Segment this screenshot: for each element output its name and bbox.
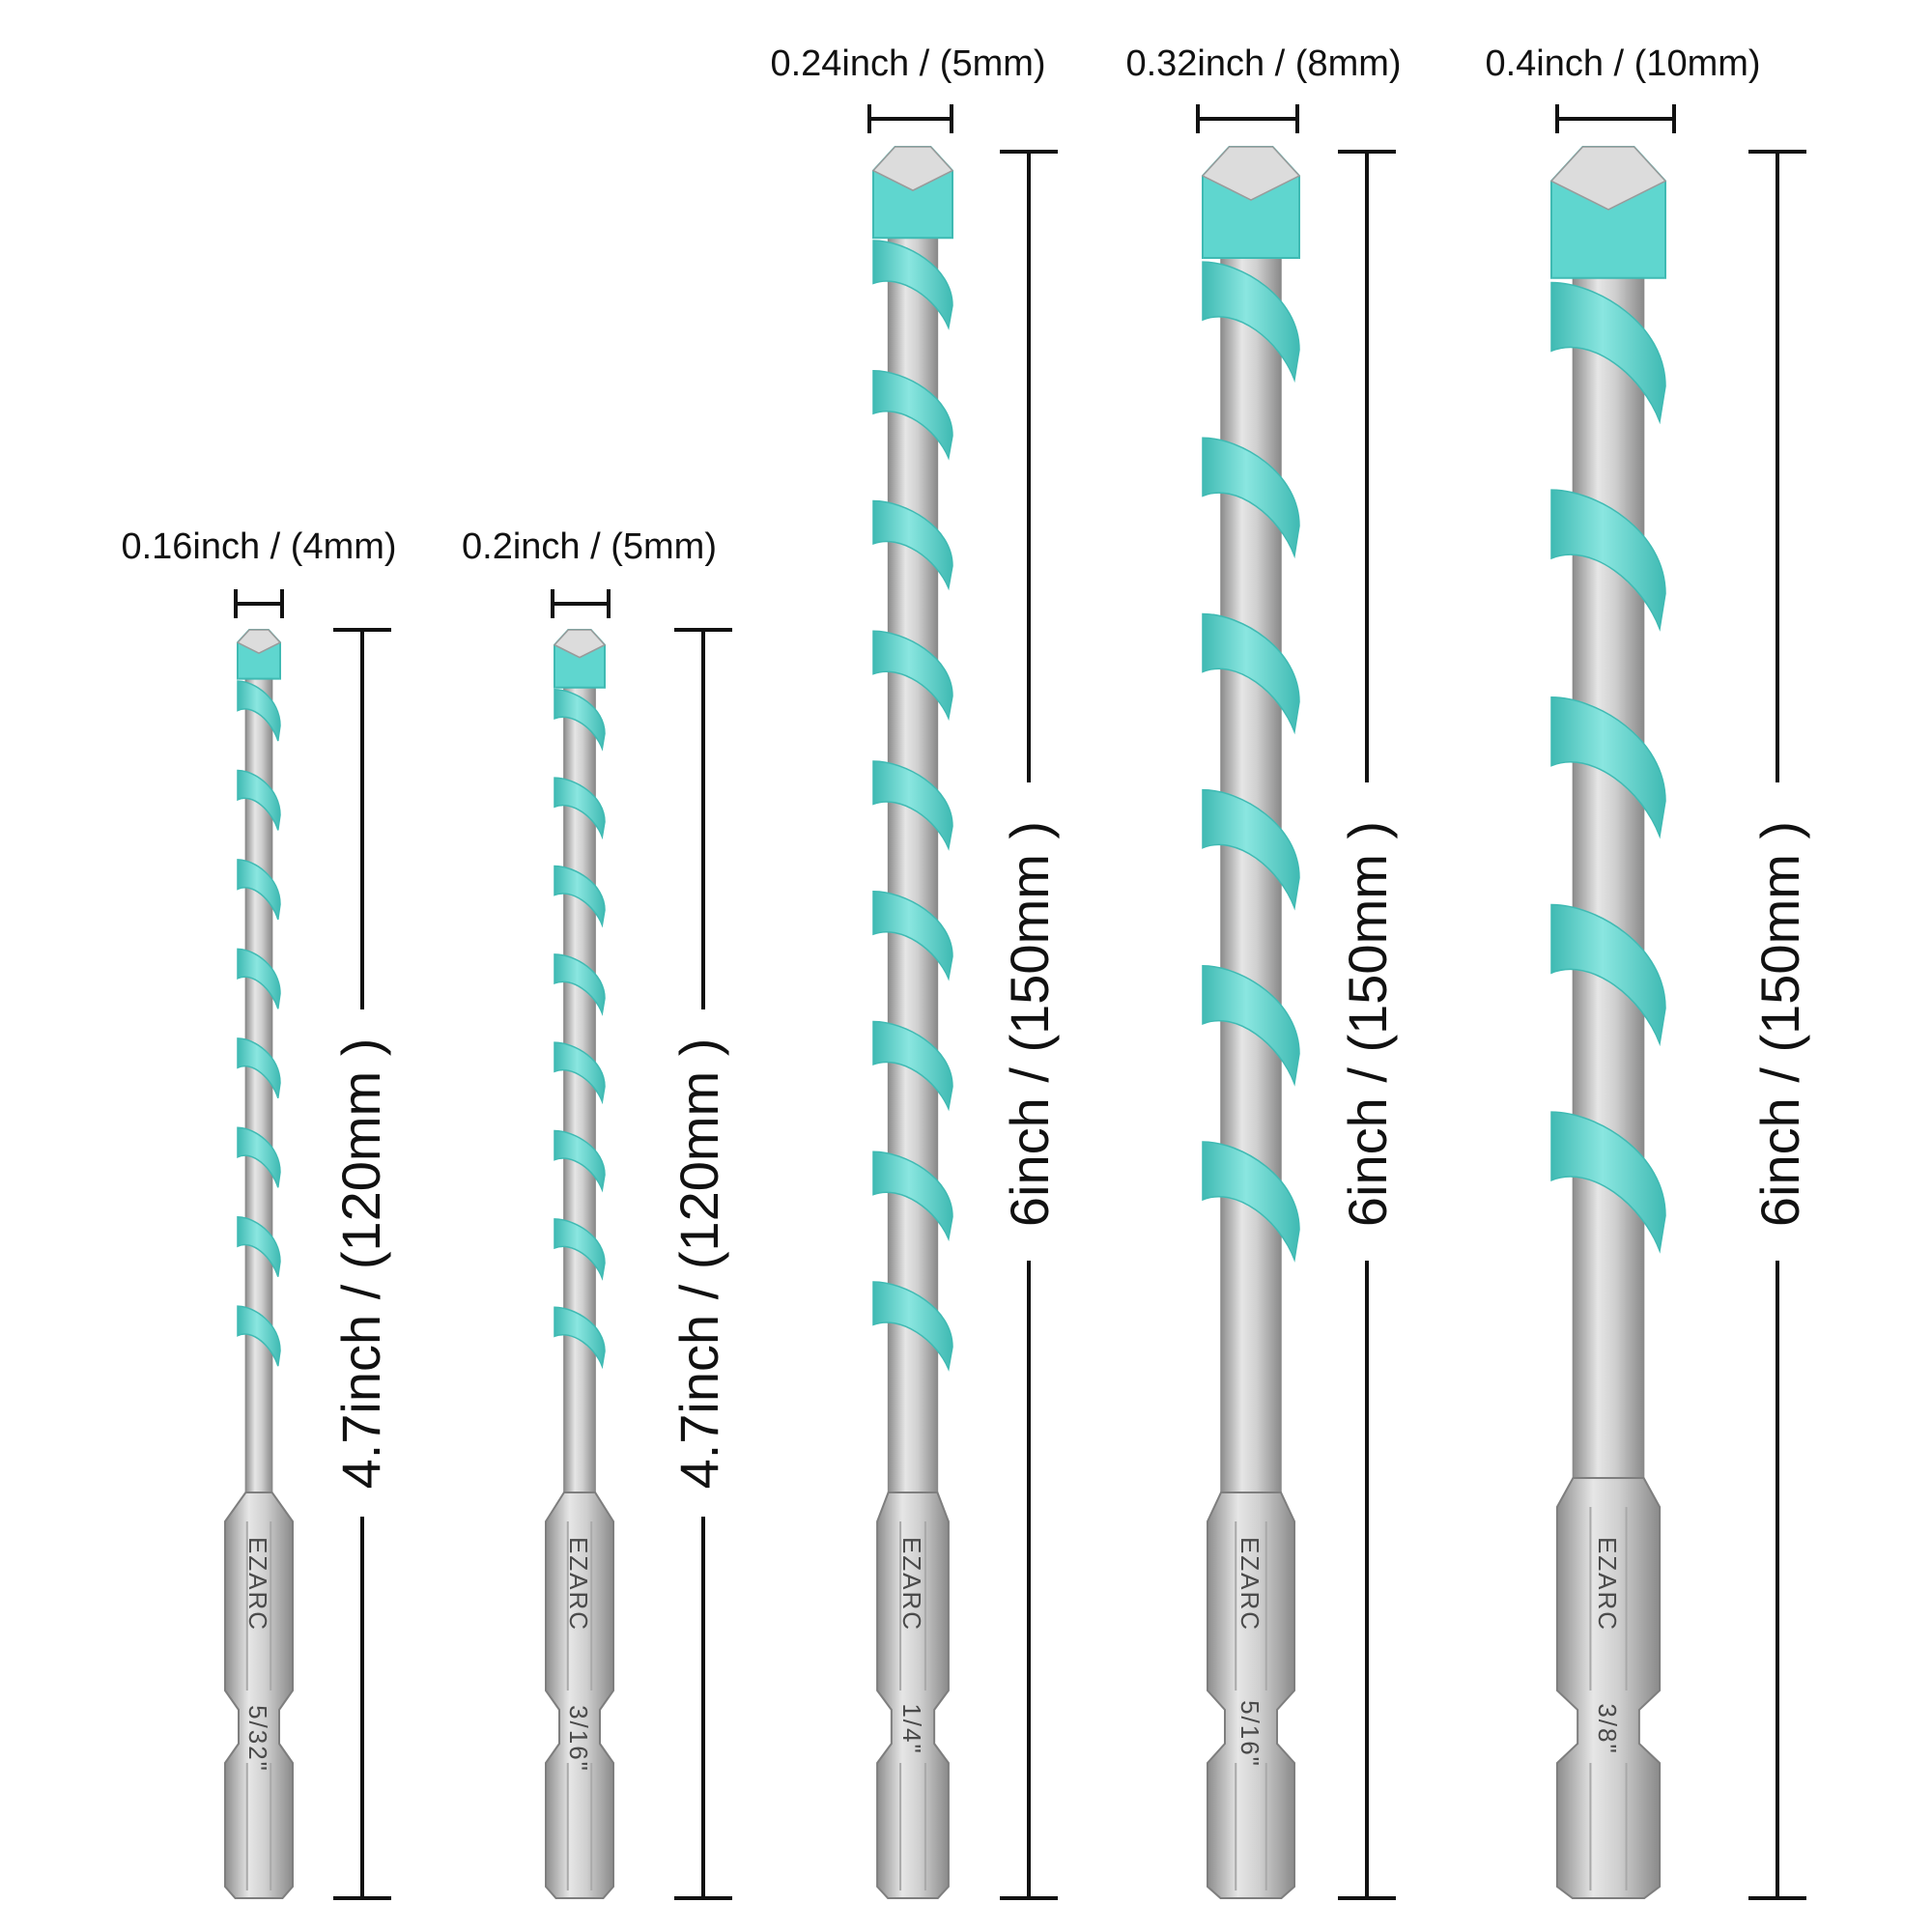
- spiral-flute: [1202, 1141, 1300, 1263]
- spiral-flute: [554, 689, 606, 752]
- spiral-flute: [237, 1037, 281, 1098]
- brand-engraving: EZARC: [1236, 1537, 1264, 1632]
- size-engraving: 3/16": [564, 1705, 593, 1773]
- hex-shank: [1555, 1477, 1662, 1899]
- tip-cutting-edge: [871, 146, 954, 191]
- spiral-flute: [237, 859, 281, 921]
- length-dimension: [1000, 150, 1058, 1900]
- drill-bit-shank: [1549, 146, 1667, 1899]
- drill-bit-shank: [1201, 146, 1301, 1899]
- spiral-flute: [1550, 281, 1666, 425]
- length-label: 4.7inch / (120mm ): [668, 1038, 729, 1490]
- drill-bit-shank: [871, 146, 954, 1899]
- drill-bit-2: 0.2inch / (5mm) 4.7inch / (120mm ) EZARC…: [462, 526, 732, 1900]
- drill-bit-3: 0.24inch / (5mm) 6inch / (150mm ) EZARC …: [770, 43, 1060, 1900]
- spiral-flute: [1202, 612, 1300, 735]
- diameter-dimension: [551, 589, 611, 618]
- brand-engraving: EZARC: [243, 1537, 272, 1632]
- spiral-flute: [1550, 489, 1666, 632]
- drill-bit-1: 0.16inch / (4mm) 4.7inch / (120mm ) EZAR…: [121, 526, 397, 1900]
- length-label: 6inch / (150mm ): [999, 821, 1060, 1227]
- spiral-flute: [237, 1305, 281, 1367]
- spiral-flute: [1202, 965, 1300, 1087]
- size-engraving: 5/16": [1236, 1700, 1264, 1768]
- diameter-dimension: [867, 104, 953, 133]
- spiral-flute: [1550, 903, 1666, 1047]
- spiral-flute: [554, 1306, 606, 1370]
- spiral-flute: [554, 865, 606, 928]
- spiral-flute: [872, 240, 953, 330]
- length-dimension: [333, 628, 391, 1900]
- tip-cutting-edge: [1201, 146, 1301, 201]
- diameter-dimension: [1196, 104, 1299, 133]
- spiral-flute: [1202, 437, 1300, 559]
- spiral-flute: [237, 1215, 281, 1277]
- diameter-dimension: [1555, 104, 1676, 133]
- diameter-label: 0.16inch / (4mm): [121, 526, 396, 567]
- spiral-flute: [554, 953, 606, 1016]
- hex-shank: [876, 1492, 950, 1899]
- spiral-flute: [872, 630, 953, 722]
- spiral-flute: [872, 890, 953, 981]
- diameter-label: 0.32inch / (8mm): [1125, 43, 1401, 84]
- length-dimension: [1748, 150, 1806, 1900]
- drill-rod: [1572, 237, 1645, 1479]
- spiral-flute: [872, 499, 953, 591]
- spiral-flute: [1202, 788, 1300, 911]
- diameter-dimension: [234, 589, 284, 618]
- spiral-flute: [872, 1281, 953, 1372]
- size-engraving: 1/4": [897, 1703, 926, 1754]
- diameter-label: 0.24inch / (5mm): [770, 43, 1045, 84]
- spiral-flute: [872, 1020, 953, 1112]
- tip-cutting-edge: [553, 629, 607, 659]
- spiral-flute: [554, 1041, 606, 1105]
- length-label: 6inch / (150mm ): [1337, 821, 1398, 1227]
- spiral-flute: [554, 1218, 606, 1281]
- brand-engraving: EZARC: [564, 1537, 593, 1632]
- spiral-flute: [872, 1151, 953, 1242]
- diameter-label: 0.4inch / (10mm): [1485, 43, 1760, 84]
- drill-bit-4: 0.32inch / (8mm) 6inch / (150mm ) EZARC …: [1125, 43, 1402, 1900]
- spiral-flute: [1550, 1111, 1666, 1254]
- spiral-flute: [1550, 696, 1666, 839]
- hex-shank: [224, 1492, 294, 1899]
- diameter-label: 0.2inch / (5mm): [462, 526, 717, 567]
- tip-cutting-edge: [1549, 146, 1667, 211]
- spiral-flute: [237, 1126, 281, 1188]
- tip-cutting-edge: [236, 629, 282, 655]
- drill-bit-5: 0.4inch / (10mm) 6inch / (150mm ) EZARC …: [1485, 43, 1810, 1900]
- spiral-flute: [237, 948, 281, 1009]
- spiral-flute: [872, 369, 953, 461]
- drill-bit-shank: [545, 629, 614, 1899]
- hex-shank: [1207, 1492, 1295, 1899]
- length-dimension: [1338, 150, 1396, 1900]
- brand-engraving: EZARC: [1593, 1537, 1622, 1632]
- size-engraving: 3/8": [1593, 1703, 1622, 1754]
- length-label: 4.7inch / (120mm ): [330, 1038, 391, 1490]
- length-label: 6inch / (150mm ): [1749, 821, 1810, 1227]
- spiral-flute: [872, 760, 953, 851]
- size-engraving: 5/32": [243, 1705, 272, 1773]
- drill-bit-shank: [224, 629, 294, 1899]
- length-dimension: [674, 628, 732, 1900]
- spiral-flute: [554, 1129, 606, 1193]
- spiral-flute: [1202, 261, 1300, 384]
- spiral-flute: [237, 680, 281, 742]
- spiral-flute: [237, 769, 281, 831]
- spiral-flute: [554, 777, 606, 840]
- brand-engraving: EZARC: [897, 1537, 926, 1632]
- hex-shank: [545, 1492, 614, 1899]
